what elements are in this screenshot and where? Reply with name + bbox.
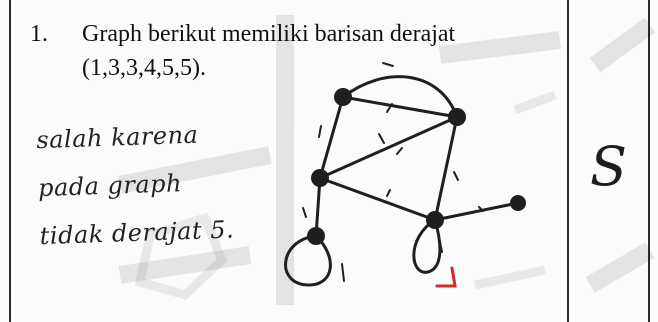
score-column-divider [567,0,569,322]
graph-vertex [510,195,526,211]
answer-table-frame [9,0,650,322]
graph-edge [433,115,459,222]
graph-vertex [334,88,352,106]
red-check-mark [435,266,457,288]
degree-tick [386,189,391,197]
degree-tick [396,147,403,155]
graph-loop [284,234,332,287]
graph-edge [318,115,459,180]
graph-vertex [307,227,325,245]
graph-vertex [311,169,329,187]
degree-tick [341,263,345,282]
graph-edge [433,201,520,222]
graph-edge [341,95,459,119]
graph-edge [314,176,322,238]
degree-tick [302,207,307,218]
graph-edge [341,75,459,119]
graph-vertex [448,108,466,126]
degree-tick [453,171,459,181]
degree-tick [378,133,385,144]
degree-sequence: (1,3,3,4,5,5). [82,55,206,81]
degree-tick [478,206,484,212]
graph-vertex [426,211,444,229]
degree-tick [318,125,322,138]
degree-tick [439,241,443,253]
score-mark: S [590,135,627,198]
degree-tick [382,62,394,67]
question-text-line-1: Graph berikut memiliki barisan derajat [82,21,456,47]
graph-edge [318,176,437,222]
graph-edge [318,95,345,180]
degree-tick [386,103,393,113]
question-number: 1. [30,21,48,47]
